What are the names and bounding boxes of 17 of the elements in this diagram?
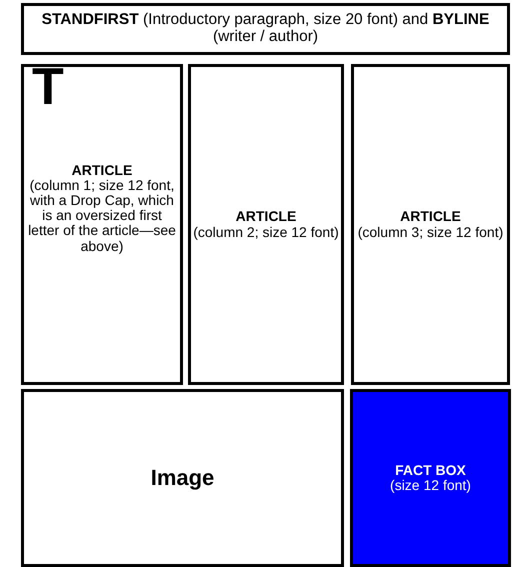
drop-cap: T [32, 59, 64, 116]
article-description: (column 1; size 12 font, with a Drop Cap, which is an oversized first letter of the article—see above) [27, 178, 177, 254]
standfirst-box [21, 3, 510, 55]
article-heading: ARTICLE [400, 209, 461, 224]
article-column [188, 64, 344, 385]
image-placeholder-box [21, 389, 344, 567]
article-heading: ARTICLE [236, 209, 296, 224]
article-heading: ARTICLE [72, 163, 132, 178]
fact-box-heading: FACT BOX [395, 462, 466, 478]
article-column [351, 64, 510, 385]
image-label: Image [150, 466, 214, 490]
fact-box-description: (size 12 font) [390, 478, 471, 494]
fact-box [350, 389, 511, 567]
article-description: (column 2; size 12 font) [193, 224, 339, 240]
article-column [21, 64, 183, 385]
article-description: (column 3; size 12 font) [358, 224, 504, 240]
standfirst-text: STANDFIRST (Introductory paragraph, size 20 font) and BYLINE (writer / author) [40, 12, 490, 46]
